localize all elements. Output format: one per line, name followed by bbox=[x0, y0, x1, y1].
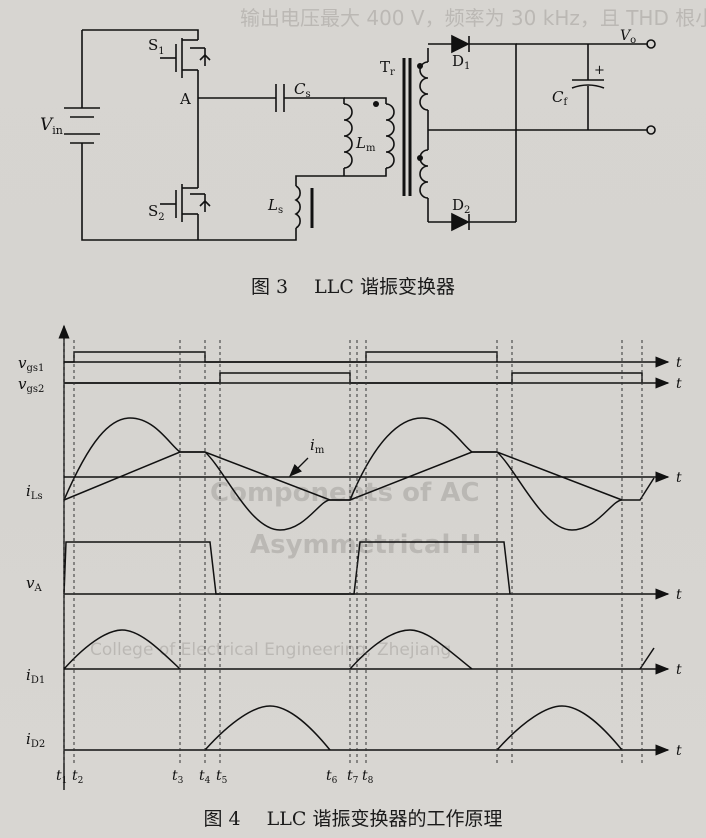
sec1-dot-marker bbox=[417, 63, 423, 69]
t-label-ils: t bbox=[676, 470, 682, 486]
im-pointer-arrow bbox=[289, 457, 309, 477]
d2-diode bbox=[451, 212, 470, 232]
t-label-vgs2: t bbox=[676, 376, 682, 392]
t-label-vgs1: t bbox=[676, 355, 682, 371]
primary-coil bbox=[385, 103, 395, 169]
waveforms bbox=[63, 351, 655, 751]
va-label: vA bbox=[26, 574, 42, 594]
bleed-text-line2: Components of AC bbox=[210, 478, 480, 508]
ils-waveform bbox=[63, 417, 655, 531]
s1-label: S1 bbox=[148, 36, 165, 57]
vin-label: Vin bbox=[40, 115, 63, 137]
vgs1-label: vgs1 bbox=[18, 354, 44, 374]
top-wire bbox=[82, 29, 199, 40]
id1-waveform-pulse1 bbox=[63, 629, 181, 670]
vin-wire bbox=[81, 30, 198, 241]
figure4-caption: 图 4 LLC 谐振变换器的工作原理 bbox=[0, 804, 706, 831]
figure3-title: LLC 谐振变换器 bbox=[314, 276, 455, 298]
to-ls-wire bbox=[295, 175, 344, 186]
primary-top-wire bbox=[344, 97, 387, 104]
vgs2-waveform bbox=[64, 372, 643, 384]
tr-label: Tr bbox=[380, 58, 395, 78]
t-label-id1: t bbox=[676, 662, 682, 678]
ls-label: Ls bbox=[267, 196, 283, 216]
cs-to-lm-wire bbox=[284, 97, 345, 104]
lm-coil bbox=[343, 103, 353, 169]
figure4-title: LLC 谐振变换器的工作原理 bbox=[266, 808, 503, 830]
id2-waveform-pulse2 bbox=[496, 705, 623, 751]
figure3-number: 图 3 bbox=[251, 276, 289, 298]
t7-label: t7 bbox=[347, 768, 359, 786]
d1-label: D1 bbox=[452, 52, 470, 72]
id1-waveform-pulse2 bbox=[349, 629, 473, 670]
im-label: im bbox=[310, 436, 325, 456]
t8-label: t8 bbox=[362, 768, 374, 786]
id1-label: iD1 bbox=[26, 666, 45, 686]
vo-terminal-top bbox=[646, 39, 656, 49]
ls-return-wire bbox=[198, 228, 297, 241]
lm-dot-marker bbox=[373, 101, 379, 107]
ls-coil bbox=[294, 185, 301, 229]
t-label-va: t bbox=[676, 587, 682, 603]
s1-mosfet-symbol bbox=[160, 38, 211, 98]
t4-label: t4 bbox=[199, 768, 211, 786]
secondary-coil-1 bbox=[419, 61, 429, 111]
cf-label: Cf bbox=[552, 88, 568, 108]
t3-label: t3 bbox=[172, 768, 184, 786]
figure4-number: 图 4 bbox=[203, 808, 241, 830]
s2-label: S2 bbox=[148, 202, 165, 223]
lm-label: Lm bbox=[355, 134, 376, 154]
sec2-dot-marker bbox=[417, 155, 423, 161]
cf-plate2 bbox=[571, 84, 605, 89]
node-a-label: A bbox=[179, 90, 191, 108]
s2-mosfet-symbol bbox=[160, 184, 211, 240]
vgs2-label: vgs2 bbox=[18, 375, 44, 395]
llc-circuit-diagram bbox=[64, 29, 648, 241]
t6-label: t6 bbox=[326, 768, 338, 786]
ils-label: iLs bbox=[26, 482, 43, 502]
time-marker-lines bbox=[63, 340, 643, 764]
cf-plus-label: + bbox=[594, 63, 605, 78]
vgs1-waveform bbox=[64, 351, 498, 363]
figure3-caption: 图 3 LLC 谐振变换器 bbox=[0, 272, 706, 299]
t-label-id2: t bbox=[676, 743, 682, 759]
va-waveform bbox=[63, 541, 511, 595]
bleed-text-line1: 输出电压最大 400 V，频率为 30 kHz，且 THD 根小 bbox=[240, 6, 706, 30]
t5-label: t5 bbox=[216, 768, 228, 786]
id2-waveform-pulse1 bbox=[204, 705, 331, 751]
id2-label: iD2 bbox=[26, 730, 45, 750]
im-waveform bbox=[63, 451, 623, 501]
t2-label: t2 bbox=[72, 768, 83, 786]
d2-label: D2 bbox=[452, 196, 470, 216]
vo-terminal-bottom bbox=[646, 125, 656, 135]
t1-label: t1 bbox=[56, 768, 67, 786]
vo-label: Vo bbox=[620, 28, 636, 46]
cs-label: Cs bbox=[294, 80, 311, 100]
d1-diode bbox=[451, 34, 470, 54]
